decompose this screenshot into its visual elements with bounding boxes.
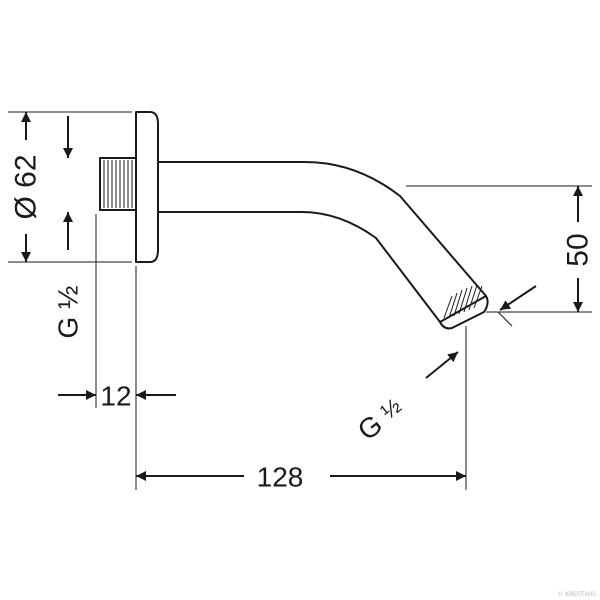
wall-thread-hatching xyxy=(103,160,133,208)
wall-thread-label: G ½ xyxy=(53,286,84,339)
outlet-thread-hatching xyxy=(443,284,483,319)
thread-length-label: 12 xyxy=(100,381,131,412)
arm-tube-bottom-edge xyxy=(158,211,441,323)
arm-tube-top-edge xyxy=(158,161,487,297)
watermark-text: © KRESTIVIS xyxy=(557,591,596,598)
outlet-thread-fraction: ½ xyxy=(376,393,406,424)
drop-height-label: 50 xyxy=(562,233,595,266)
extension-lines xyxy=(8,111,592,490)
flange-diameter-label: Ø 62 xyxy=(10,154,43,219)
shower-arm-part xyxy=(99,111,489,330)
dimension-outlet-thread xyxy=(425,285,537,379)
wall-flange xyxy=(135,111,159,263)
arm-length-label: 128 xyxy=(257,462,304,493)
outlet-thread-label: G ½ xyxy=(352,393,406,446)
wall-thread-nipple xyxy=(99,157,137,211)
outlet-thread-end xyxy=(439,295,489,330)
